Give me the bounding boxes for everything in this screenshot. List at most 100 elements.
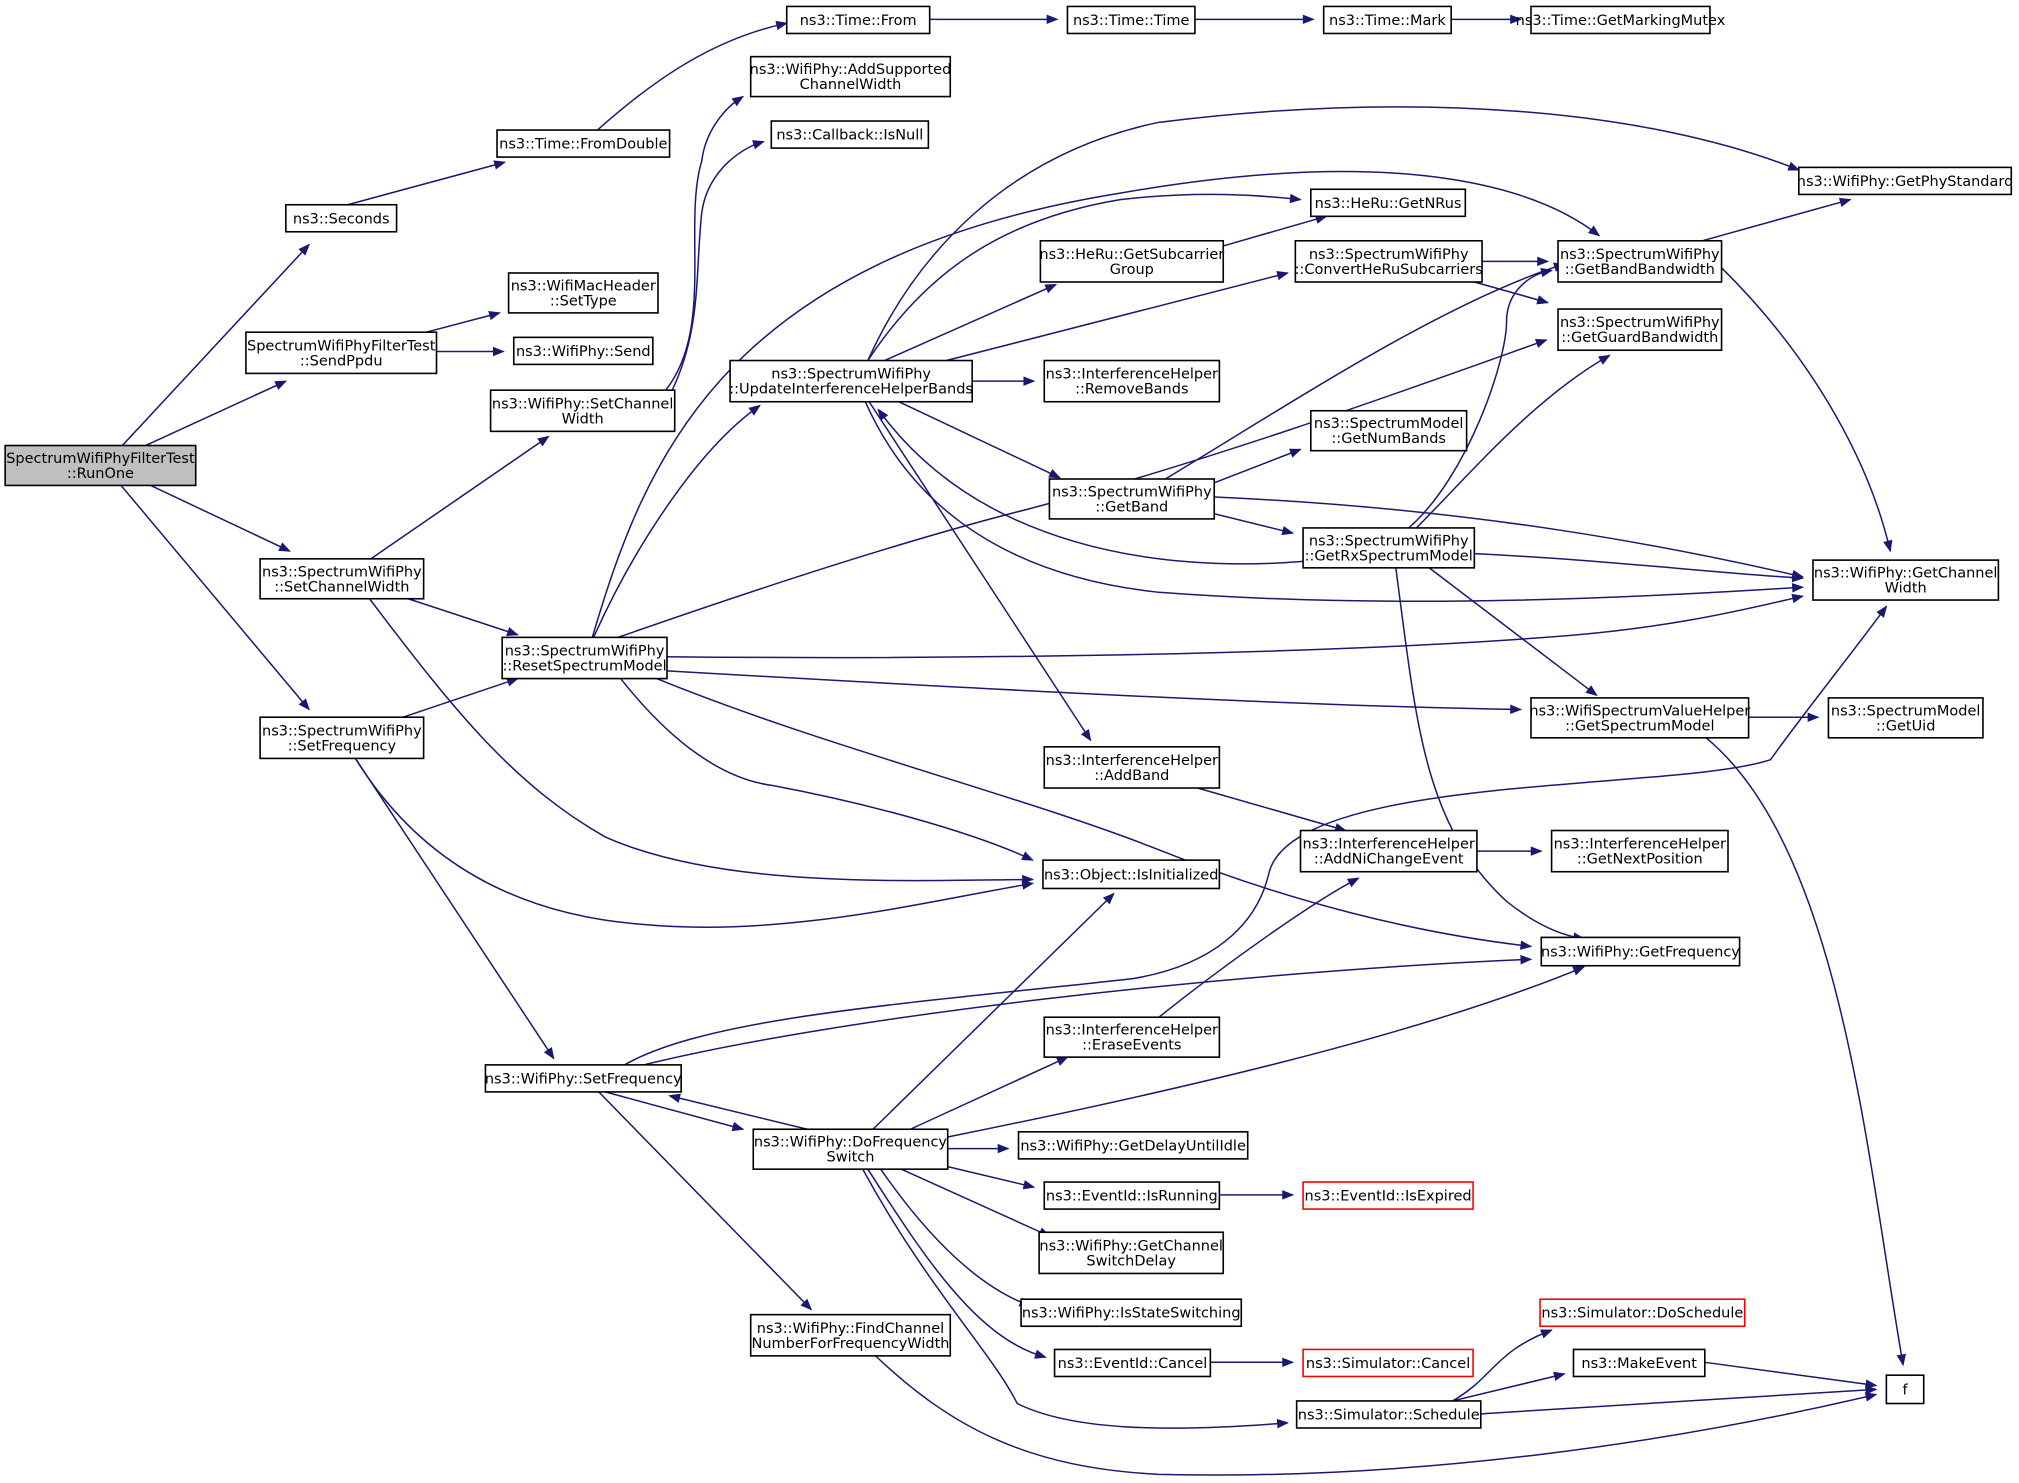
node-schedule[interactable]: ns3::Simulator::Schedule <box>1295 1400 1482 1429</box>
node-getnumbands[interactable]: ns3::SpectrumModel::GetNumBands <box>1310 409 1468 452</box>
edge-arrowhead <box>1598 354 1611 365</box>
edge-arrowhead <box>1048 468 1061 479</box>
node-label: ns3::WifiPhy::GetPhyStandard <box>1797 174 2013 190</box>
node-wp_setchw[interactable]: ns3::WifiPhy::SetChannelWidth <box>489 389 676 433</box>
call-graph-edges <box>121 14 1906 1475</box>
node-isinit[interactable]: ns3::Object::IsInitialized <box>1042 859 1221 890</box>
node-box <box>1048 478 1216 520</box>
edge-arrowhead <box>1865 1385 1878 1395</box>
node-root[interactable]: SpectrumWifiPhyFilterTest::RunOne <box>4 444 197 487</box>
edge-swp_setchw-to-resetsm <box>408 599 517 635</box>
node-label: ChannelWidth <box>800 77 902 93</box>
node-label: ::GetNumBands <box>1331 431 1446 447</box>
node-isrunning[interactable]: ns3::EventId::IsRunning <box>1043 1181 1221 1210</box>
edge-arrowhead <box>1791 583 1805 593</box>
node-time[interactable]: ns3::Time::Time <box>1066 5 1196 35</box>
node-mark[interactable]: ns3::Time::Mark <box>1322 5 1452 35</box>
node-seconds[interactable]: ns3::Seconds <box>285 203 398 233</box>
edge-arrowhead <box>1540 267 1553 278</box>
node-wp_setfreq[interactable]: ns3::WifiPhy::SetFrequency <box>484 1064 682 1093</box>
node-getfreq[interactable]: ns3::WifiPhy::GetFrequency <box>1540 936 1741 967</box>
edge-wp_setchw-to-isnull <box>672 142 763 391</box>
node-label: ns3::Simulator::DoSchedule <box>1541 1306 1743 1322</box>
node-getnrus[interactable]: ns3::HeRu::GetNRus <box>1310 188 1467 218</box>
node-box <box>1294 239 1483 283</box>
edge-resetsm-to-getspecmodel <box>667 671 1521 710</box>
node-delayidle[interactable]: ns3::WifiPhy::GetDelayUntilIdle <box>1017 1131 1249 1160</box>
node-addband[interactable]: ns3::InterferenceHelper::AddBand <box>1043 746 1221 789</box>
node-sendppdu[interactable]: SpectrumWifiPhyFilterTest::SendPpdu <box>245 331 438 375</box>
node-send[interactable]: ns3::WifiPhy::Send <box>512 336 654 366</box>
node-label: ::ResetSpectrumModel <box>503 658 667 674</box>
node-f[interactable]: f <box>1885 1374 1925 1405</box>
node-swp_setchw[interactable]: ns3::SpectrumWifiPhy::SetChannelWidth <box>259 558 425 600</box>
node-getuid[interactable]: ns3::SpectrumModel::GetUid <box>1827 697 1984 739</box>
node-label: ns3::HeRu::GetSubcarrier <box>1039 247 1224 263</box>
node-isstate[interactable]: ns3::WifiPhy::IsStateSwitching <box>1020 1298 1243 1328</box>
node-erase[interactable]: ns3::InterferenceHelper::EraseEvents <box>1043 1016 1221 1058</box>
node-box <box>1053 1348 1212 1378</box>
node-swp_setfreq[interactable]: ns3::SpectrumWifiPhy::SetFrequency <box>259 716 425 760</box>
edge-updateihb-to-convertheru <box>946 273 1287 361</box>
node-isexpired[interactable]: ns3::EventId::IsExpired <box>1302 1181 1474 1210</box>
node-label: ::GetGuardBandwidth <box>1561 330 1718 346</box>
edge-arrowhead <box>298 698 310 711</box>
node-box <box>729 359 973 403</box>
edge-updateihb-to-getchw <box>865 402 1802 602</box>
node-fromdouble[interactable]: ns3::Time::FromDouble <box>496 129 671 158</box>
edge-arrowhead <box>1791 572 1805 583</box>
node-getguardbw[interactable]: ns3::SpectrumWifiPhy::GetGuardBandwidth <box>1557 308 1723 352</box>
node-makeevent[interactable]: ns3::MakeEvent <box>1572 1348 1706 1378</box>
node-settype[interactable]: ns3::WifiMacHeader::SetType <box>507 272 659 314</box>
node-getrxsm[interactable]: ns3::SpectrumWifiPhy::GetRxSpectrumModel <box>1302 527 1476 569</box>
node-resetsm[interactable]: ns3::SpectrumWifiPhy::ResetSpectrumModel <box>501 636 668 680</box>
edge-arrowhead <box>1021 880 1035 890</box>
edge-arrowhead <box>492 346 505 357</box>
node-label: ns3::WifiPhy::GetChannel <box>1039 1238 1223 1254</box>
edge-dofreq-to-isstate <box>881 1169 1030 1305</box>
node-removebands[interactable]: ns3::InterferenceHelper::RemoveBands <box>1043 359 1221 403</box>
node-getbandbw[interactable]: ns3::SpectrumWifiPhy::GetBandBandwidth <box>1557 239 1723 283</box>
edge-arrowhead <box>1572 966 1586 976</box>
node-convertheru[interactable]: ns3::SpectrumWifiPhy::ConvertHeRuSubcarr… <box>1294 239 1483 283</box>
edge-schedule-to-f <box>1481 1389 1876 1413</box>
edge-arrowhead <box>775 20 789 31</box>
node-label: ns3::Seconds <box>293 211 390 227</box>
node-getnextpos[interactable]: ns3::InterferenceHelper::GetNextPosition <box>1550 829 1729 873</box>
node-getband[interactable]: ns3::SpectrumWifiPhy::GetBand <box>1048 478 1216 520</box>
edge-swp_setchw-to-wp_setchw <box>371 437 549 559</box>
node-doschedule[interactable]: ns3::Simulator::DoSchedule <box>1539 1298 1746 1328</box>
edge-arrowhead <box>1588 225 1601 237</box>
node-isnull[interactable]: ns3::Callback::IsNull <box>770 120 930 149</box>
node-getphystd[interactable]: ns3::WifiPhy::GetPhyStandard <box>1797 166 2013 196</box>
node-label: ::SetType <box>550 293 617 309</box>
node-box <box>1540 936 1741 967</box>
node-mutex[interactable]: ns3::Time::GetMarkingMutex <box>1516 5 1726 35</box>
node-addnichange[interactable]: ns3::InterferenceHelper::AddNiChangeEven… <box>1299 829 1478 873</box>
node-label: ns3::WifiPhy::IsStateSwitching <box>1022 1306 1241 1322</box>
edge-getrxsm-to-getbandbw <box>1409 270 1552 528</box>
edge-arrowhead <box>731 1121 745 1132</box>
node-label: Switch <box>827 1150 875 1166</box>
node-label: ns3::Simulator::Schedule <box>1298 1407 1480 1423</box>
node-cancel[interactable]: ns3::EventId::Cancel <box>1053 1348 1212 1378</box>
node-label: ns3::SpectrumWifiPhy <box>771 367 931 383</box>
edge-root-to-swp_setfreq <box>121 485 309 709</box>
node-label: ::GetSpectrumModel <box>1565 718 1714 734</box>
node-simcancel[interactable]: ns3::Simulator::Cancel <box>1302 1348 1474 1378</box>
node-label: ::ConvertHeRuSubcarriers <box>1295 262 1483 278</box>
node-label: ::SetChannelWidth <box>274 579 409 595</box>
edge-arrowhead <box>1530 846 1543 856</box>
node-findchannel[interactable]: ns3::WifiPhy::FindChannelNumberForFreque… <box>749 1313 952 1357</box>
node-from[interactable]: ns3::Time::From <box>785 5 931 35</box>
edge-arrowhead <box>1510 704 1523 715</box>
node-updateihb[interactable]: ns3::SpectrumWifiPhy::UpdateInterference… <box>729 359 973 403</box>
node-box <box>1557 308 1723 352</box>
node-getspecmodel[interactable]: ns3::WifiSpectrumValueHelper::GetSpectru… <box>1529 697 1750 739</box>
edge-getsubcarrier-to-getnrus <box>1223 216 1326 246</box>
